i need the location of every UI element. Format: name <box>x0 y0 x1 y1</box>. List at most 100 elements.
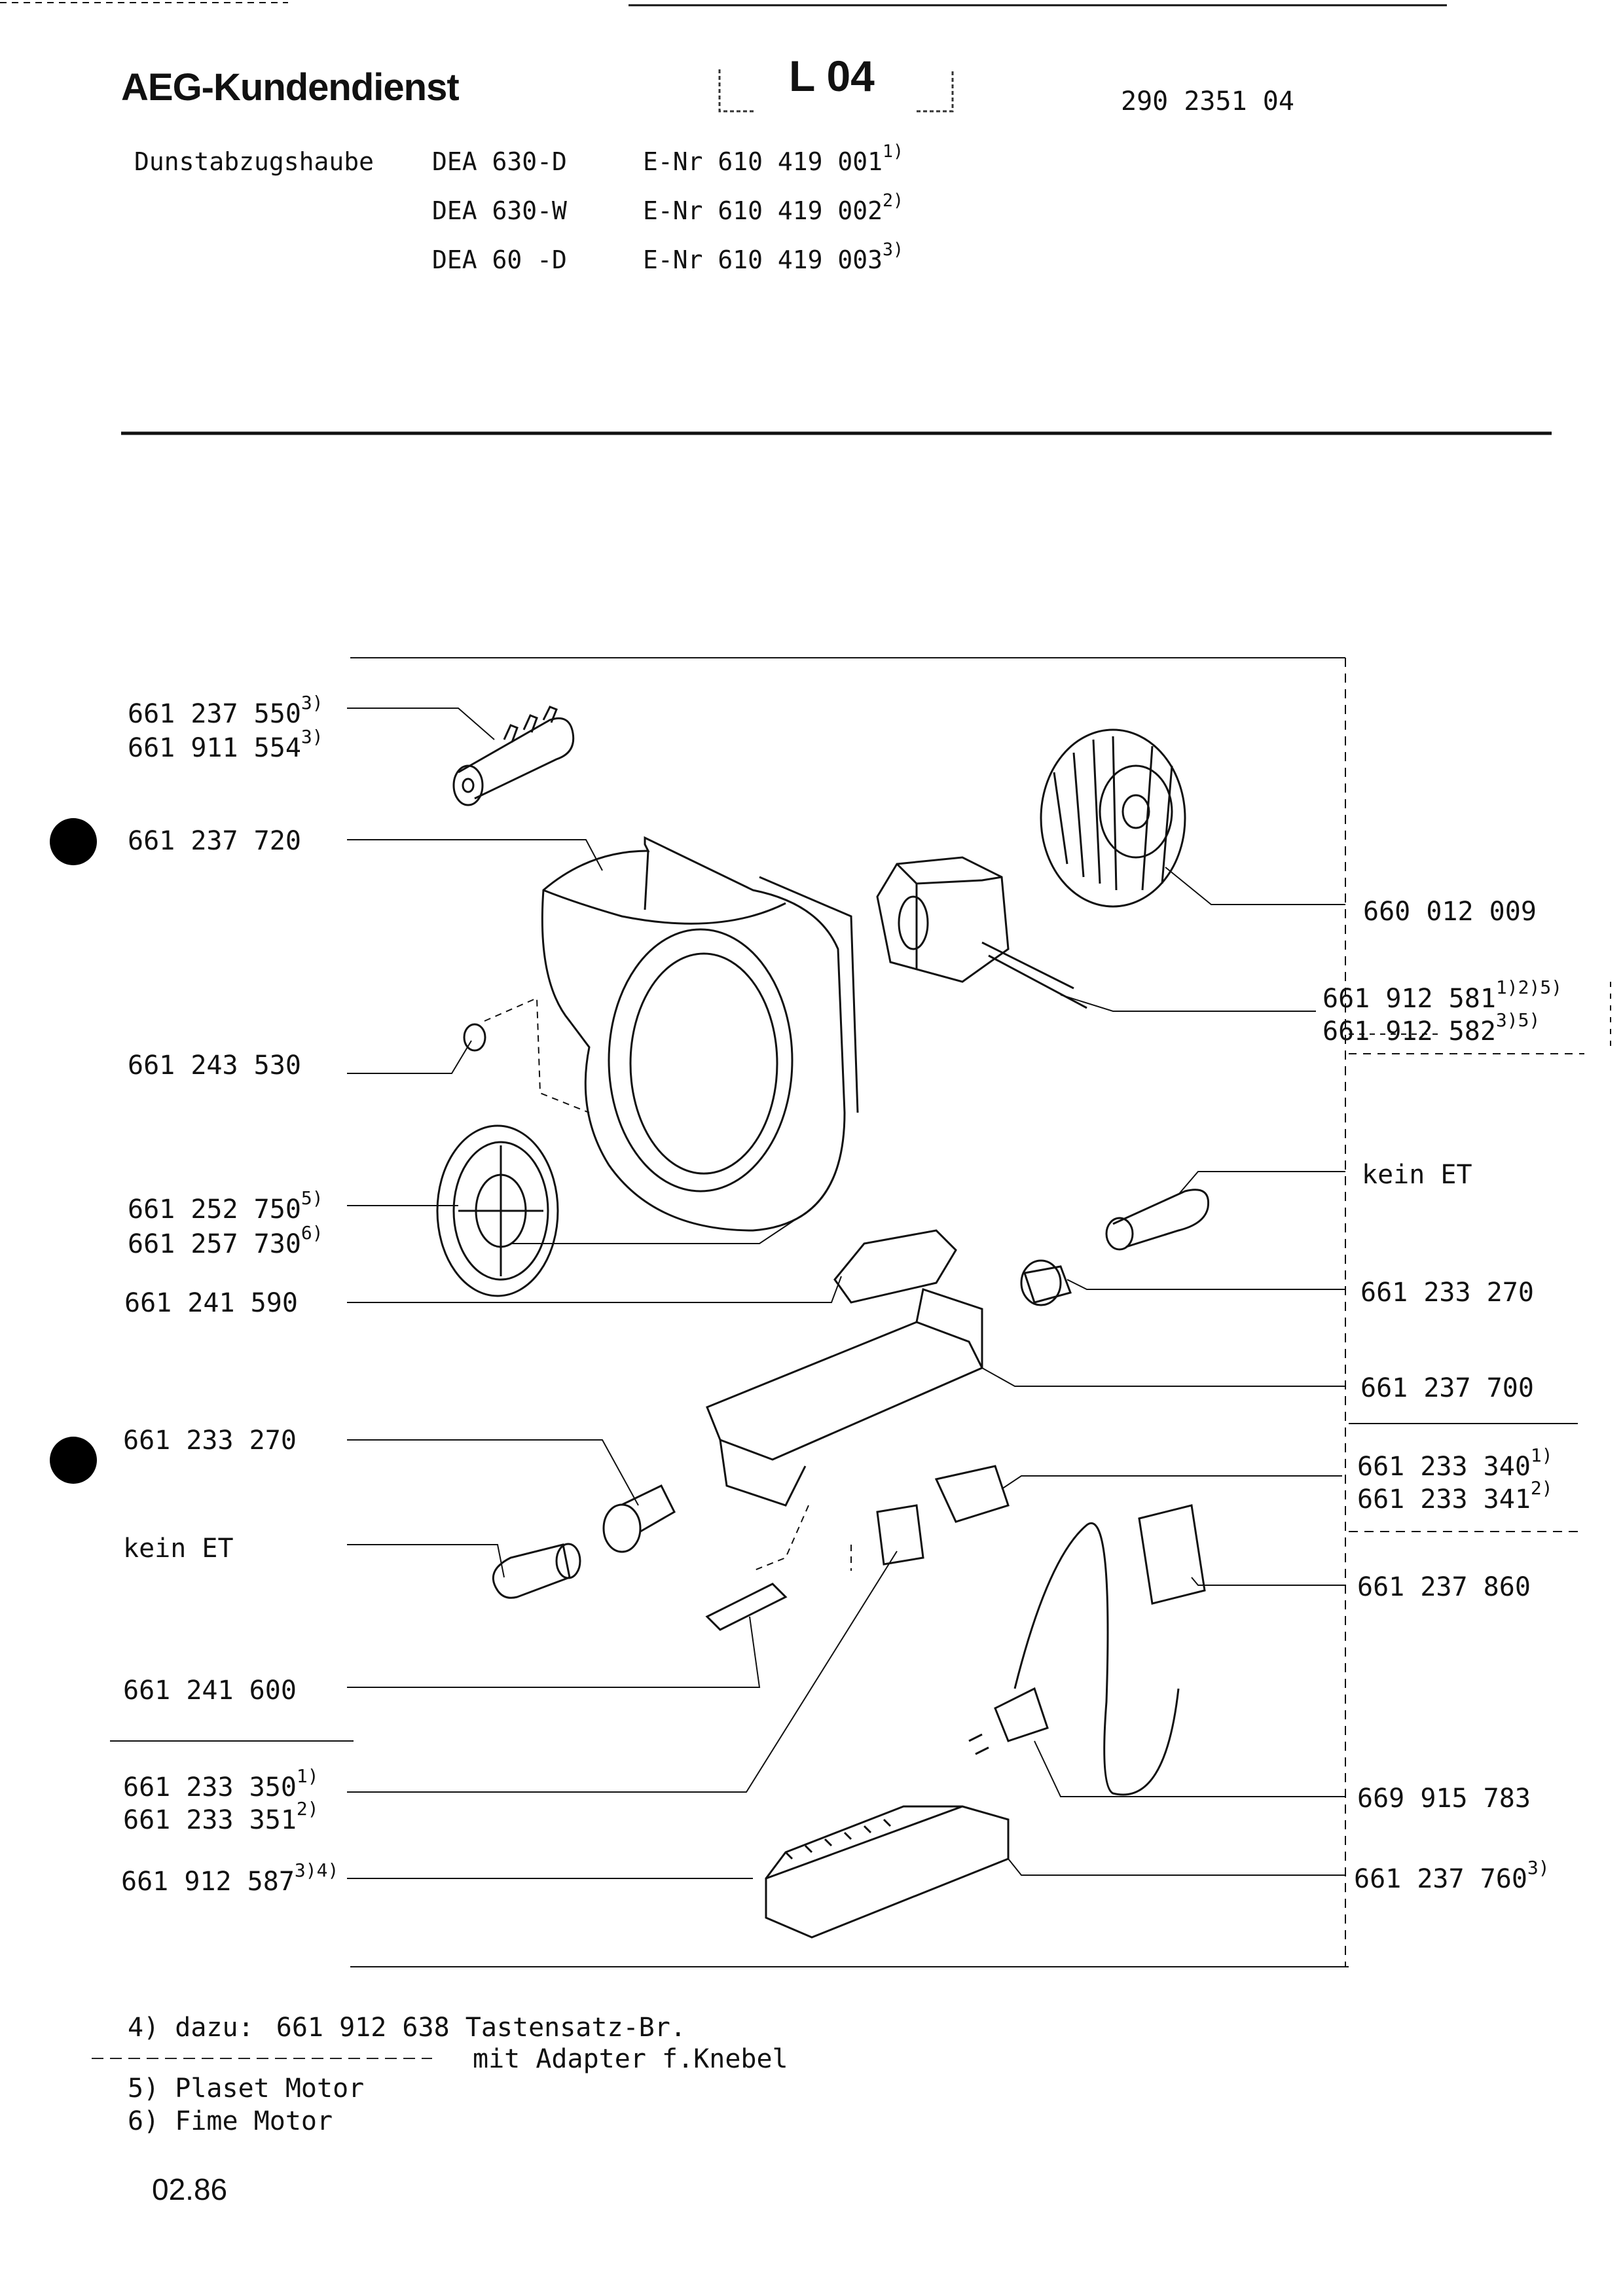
part-label-right-6: 661 237 700 <box>1360 1373 1534 1403</box>
switch-part-2 <box>934 1465 1010 1523</box>
part-note: 2) <box>1530 1477 1553 1499</box>
brand-title: AEG-Kundendienst <box>121 66 460 109</box>
part-label-right-1: 660 012 009 <box>1363 897 1537 927</box>
part-note: 2) <box>296 1798 319 1820</box>
product-type: Dunstabzugshaube <box>134 147 374 176</box>
footnote-5: 5) Plaset Motor <box>128 2073 365 2104</box>
part-label-left-3: 661 237 720 <box>128 826 301 856</box>
model-1: DEA 630-D <box>432 147 567 176</box>
model-2: DEA 630-W <box>432 196 567 225</box>
part-label-right-10: 669 915 783 <box>1357 1784 1531 1814</box>
capacitor-part <box>452 706 575 806</box>
sheet-code: L 04 <box>789 52 875 100</box>
part-note: 1) <box>296 1765 319 1787</box>
footnote-4-rule <box>92 2058 432 2059</box>
document-number: 290 2351 04 <box>1121 86 1294 117</box>
part-label-left-1: 661 237 5503) <box>128 694 323 730</box>
part-label-left-13: 661 912 5873)4) <box>121 1861 338 1897</box>
part-number: 660 012 009 <box>1363 897 1537 927</box>
part-number: 661 237 550 <box>128 699 301 729</box>
assembly-guides <box>484 997 852 1571</box>
footnote-4-label: 4) dazu: <box>128 2013 254 2043</box>
footnote-4-text: 661 912 638 Tastensatz-Br. <box>276 2013 686 2043</box>
part-label-right-3: 661 912 5823)5) <box>1322 1011 1540 1047</box>
footnote-4: 4) dazu: 661 912 638 Tastensatz-Br. <box>128 2013 686 2043</box>
part-number: 661 237 760 <box>1354 1864 1527 1894</box>
part-number: 661 233 351 <box>123 1805 297 1835</box>
part-label-left-6: 661 257 7306) <box>128 1224 323 1260</box>
leader-lines-right <box>981 867 1345 1876</box>
power-cord-part <box>968 1504 1206 1796</box>
revision-date: 02.86 <box>152 2172 228 2206</box>
part-label-left-2: 661 911 5543) <box>128 728 323 764</box>
part-number: 661 912 582 <box>1322 1016 1496 1047</box>
part-note: 3) <box>301 726 323 747</box>
part-number: 661 233 341 <box>1357 1484 1531 1515</box>
switch-part-1 <box>876 1504 924 1566</box>
sheet-code-bracket <box>718 69 954 113</box>
part-label-right-11: 661 237 7603) <box>1354 1859 1550 1895</box>
enr-1-number: E-Nr 610 419 001 <box>643 147 883 176</box>
part-number: 661 237 860 <box>1357 1572 1531 1602</box>
bracket-part <box>705 1583 788 1631</box>
enr-3-note: 3) <box>883 240 904 260</box>
lamp-bulb-right-part <box>1105 1189 1210 1251</box>
part-note: 1) <box>1530 1444 1553 1466</box>
lamp-holder-left-part <box>602 1484 676 1553</box>
part-number: 661 241 600 <box>123 1676 297 1706</box>
part-number: kein ET <box>1362 1160 1472 1190</box>
part-note: 5) <box>301 1187 323 1209</box>
part-number: 661 233 270 <box>1360 1278 1534 1308</box>
part-label-right-5: 661 233 270 <box>1360 1278 1534 1308</box>
terminal-block-part <box>833 1229 957 1304</box>
part-note: 3)5) <box>1495 1009 1541 1031</box>
part-number: 661 241 590 <box>124 1288 298 1318</box>
part-note: 6) <box>301 1222 323 1244</box>
enr-2: E-Nr 610 419 0022) <box>643 192 903 225</box>
part-number: 661 243 530 <box>128 1050 301 1081</box>
part-number: 661 233 270 <box>123 1426 297 1456</box>
blower-housing-part <box>541 836 859 1232</box>
part-label-left-9: kein ET <box>123 1534 234 1564</box>
footnote-6: 6) Fime Motor <box>128 2106 333 2136</box>
model-3: DEA 60 -D <box>432 245 567 274</box>
part-label-left-12: 661 233 3512) <box>123 1800 319 1836</box>
sheet-code-box: L 04 <box>717 52 956 118</box>
part-label-left-7: 661 241 590 <box>124 1288 298 1318</box>
control-panel-part <box>765 1805 1010 1939</box>
fan-motor-part <box>876 856 1087 1009</box>
enr-3-number: E-Nr 610 419 003 <box>643 245 883 274</box>
leader-lines-left <box>347 708 898 1879</box>
enr-2-number: E-Nr 610 419 002 <box>643 196 883 225</box>
part-label-left-8: 661 233 270 <box>123 1426 297 1456</box>
part-label-right-8: 661 233 3412) <box>1357 1479 1553 1515</box>
enr-1: E-Nr 610 419 0011) <box>643 143 903 176</box>
part-label-left-5: 661 252 7505) <box>128 1189 323 1225</box>
part-note: 1)2)5) <box>1495 977 1563 998</box>
part-number: 661 912 587 <box>121 1867 295 1897</box>
part-note: 3)4) <box>294 1859 339 1881</box>
part-label-right-2: 661 912 5811)2)5) <box>1322 978 1562 1014</box>
lamp-holder-right-part <box>1020 1259 1072 1306</box>
part-number: 661 912 581 <box>1322 984 1496 1014</box>
part-number: 661 237 700 <box>1360 1373 1534 1403</box>
fan-wheel-part <box>1040 728 1186 908</box>
part-number: 661 252 750 <box>128 1194 301 1225</box>
part-number: 661 233 340 <box>1357 1452 1531 1482</box>
part-label-right-4: kein ET <box>1362 1160 1472 1190</box>
footnote-4-continuation: mit Adapter f.Knebel <box>473 2044 788 2074</box>
enr-2-note: 2) <box>883 190 904 211</box>
enr-1-note: 1) <box>883 141 904 162</box>
marker-dot-2 <box>50 1437 97 1484</box>
part-note: 3) <box>1527 1857 1550 1878</box>
part-number: 669 915 783 <box>1357 1784 1531 1814</box>
lamp-bulb-left-part <box>492 1543 581 1599</box>
part-number: 661 911 554 <box>128 733 301 763</box>
enr-3: E-Nr 610 419 0033) <box>643 241 903 274</box>
part-number: 661 257 730 <box>128 1229 301 1259</box>
marker-dot-1 <box>50 818 97 865</box>
part-note: 3) <box>301 692 323 713</box>
part-number: 661 233 350 <box>123 1772 297 1803</box>
part-number: kein ET <box>123 1534 234 1564</box>
